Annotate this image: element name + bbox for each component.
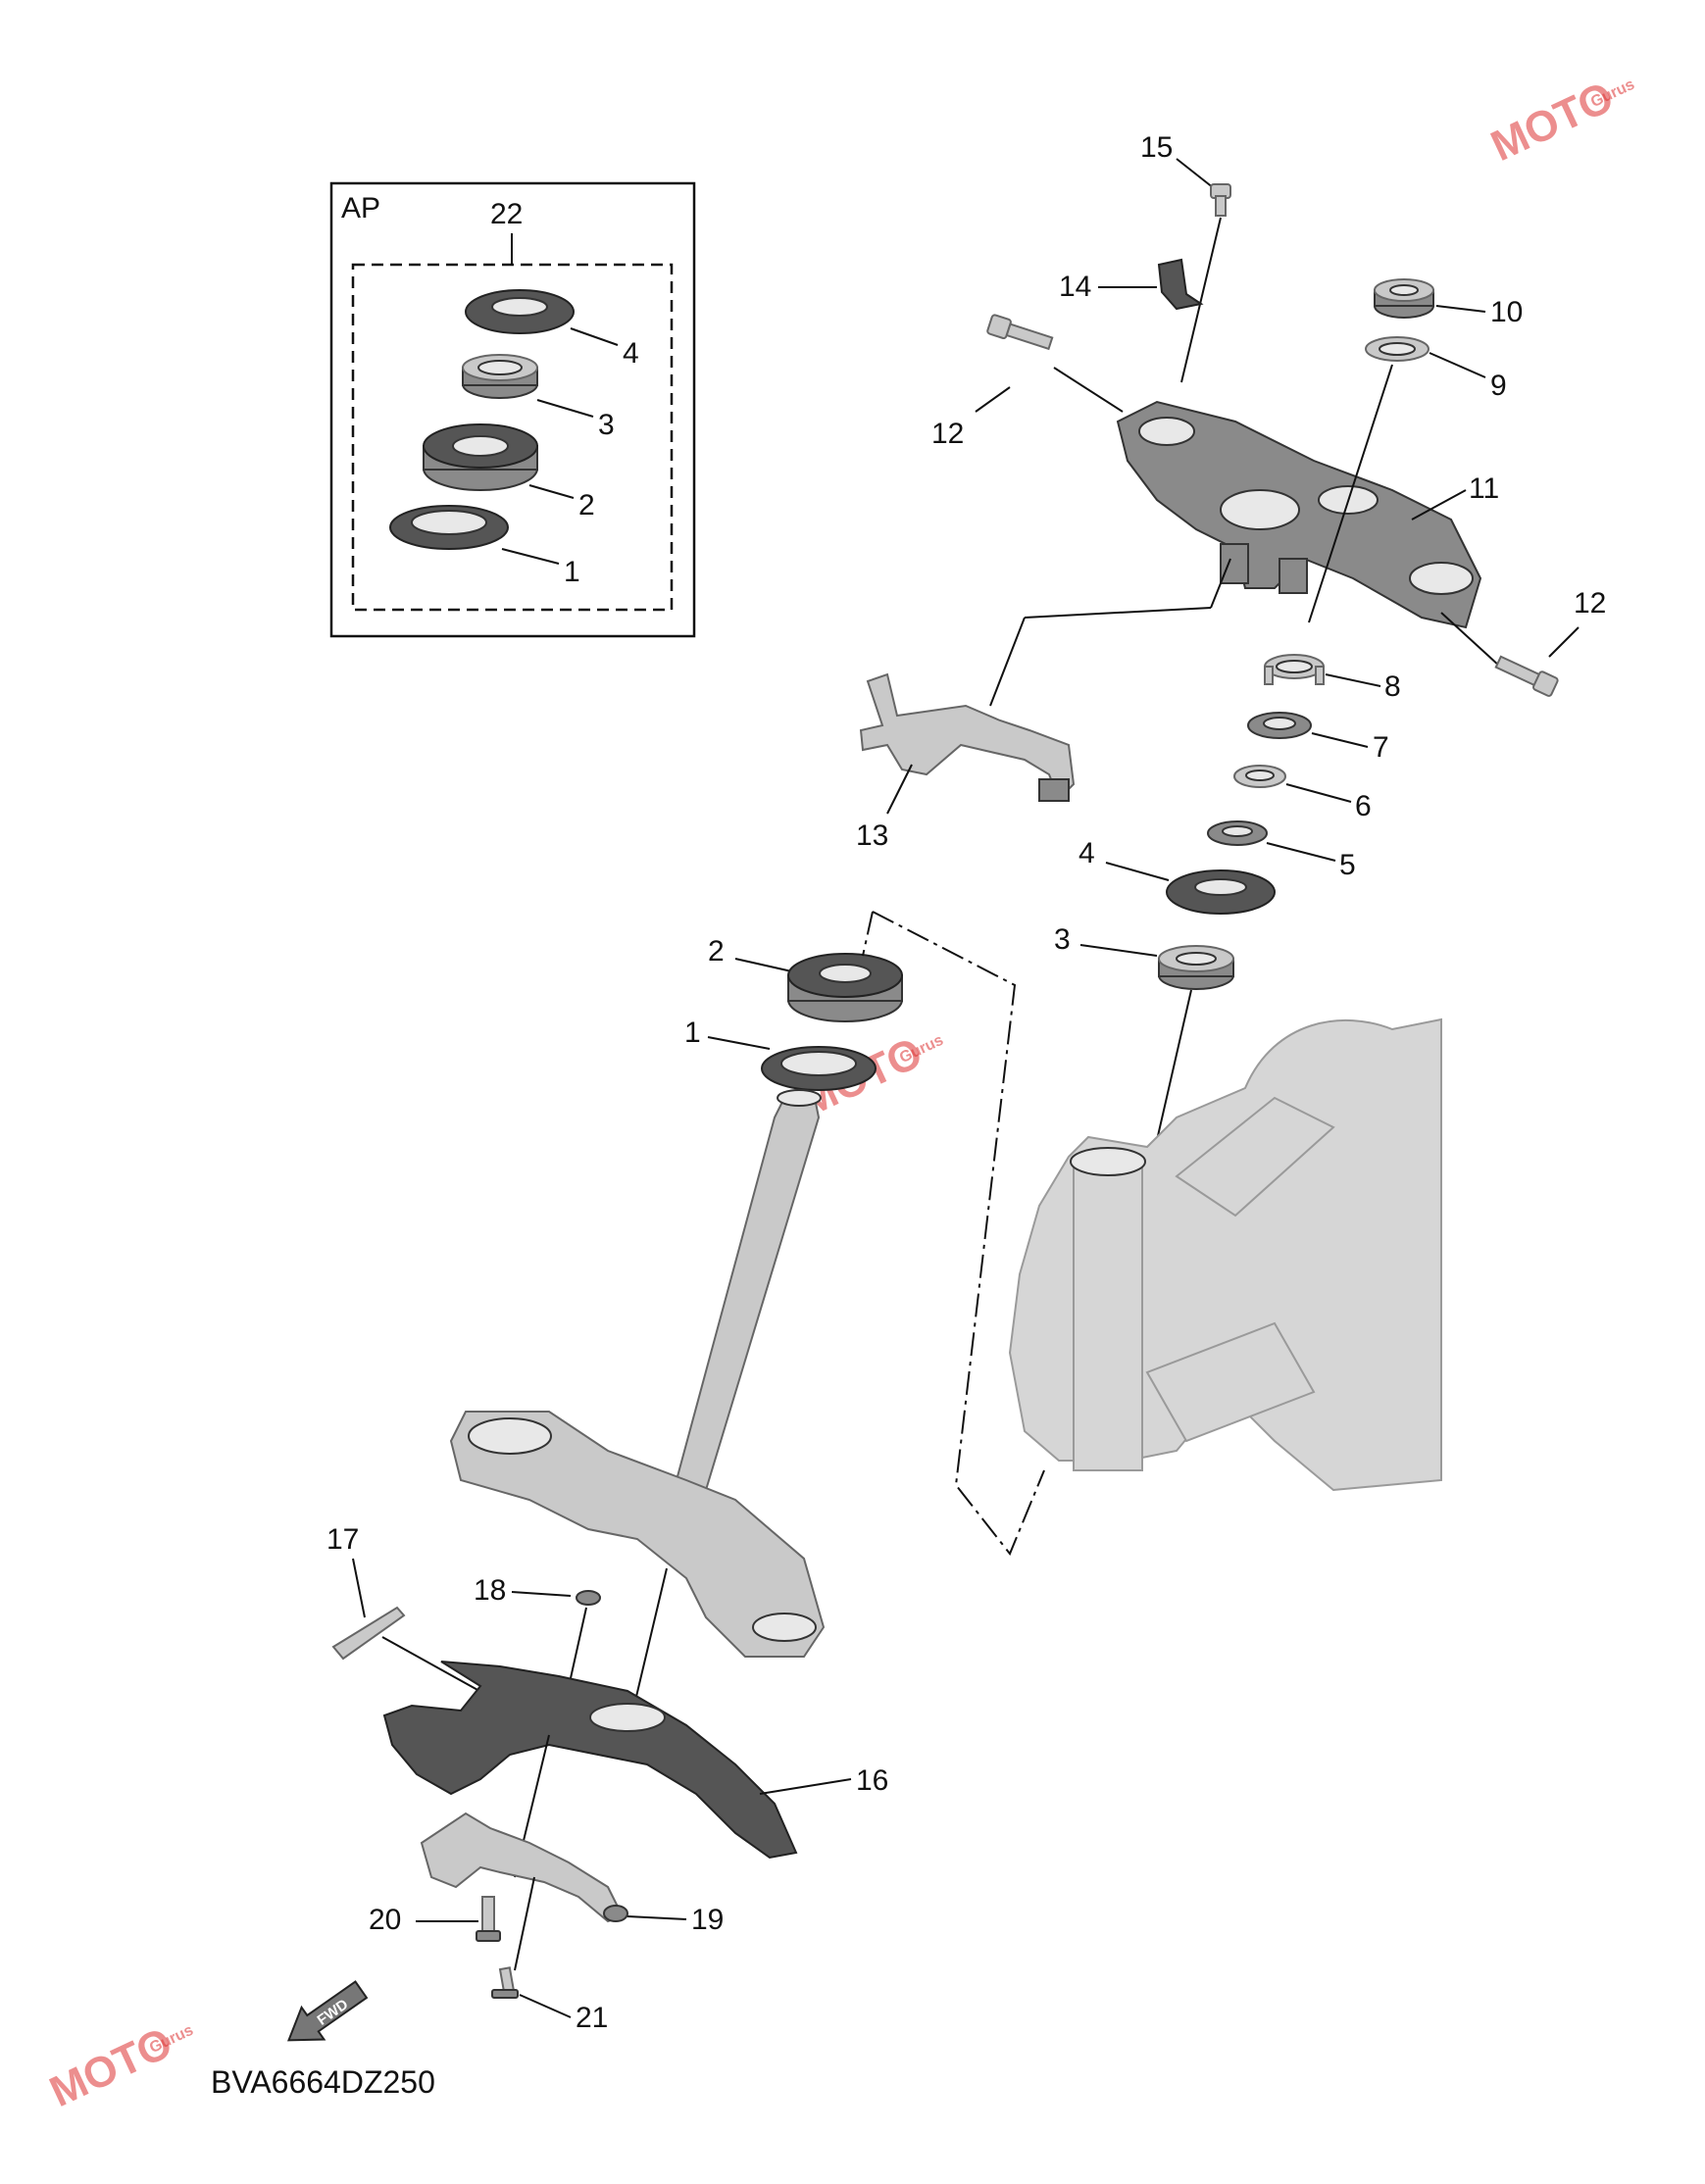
bolt-12-right: [1494, 655, 1559, 697]
seal-4: [1166, 869, 1276, 915]
callout-9: 9: [1490, 370, 1507, 402]
callout-16: 16: [856, 1764, 888, 1797]
inset-label: AP: [341, 192, 380, 224]
steering-stem: [449, 1089, 826, 1658]
callout-12-left: 12: [931, 418, 964, 450]
callout-22: 22: [490, 198, 523, 230]
seal-1-inset: [389, 505, 509, 550]
callout-2: 2: [708, 935, 725, 968]
callout-7: 7: [1373, 731, 1389, 764]
callout-13: 13: [856, 819, 888, 852]
bearing-race-3-inset: [462, 354, 538, 399]
bolt-20: [476, 1896, 501, 1942]
callout-6: 6: [1355, 790, 1372, 822]
screw-21: [491, 1966, 519, 1999]
fwd-arrow-icon: FWD: [286, 1980, 369, 2042]
ring-nut-5: [1207, 820, 1268, 846]
inset-border: [329, 181, 696, 638]
callout-20: 20: [369, 1904, 401, 1936]
cap-nut-10: [1374, 278, 1434, 319]
bolt-12-left: [986, 314, 1054, 351]
washer-9: [1365, 336, 1429, 362]
diagram-code: BVA6664DZ250: [211, 2064, 435, 2100]
callout-4: 4: [1078, 837, 1095, 869]
callout-12-right: 12: [1574, 587, 1606, 620]
callout-19: 19: [691, 1904, 724, 1936]
clip-14: [1157, 258, 1204, 311]
ring-nut-7: [1247, 712, 1312, 739]
bolt-15: [1210, 183, 1231, 217]
bearing-race-3: [1158, 945, 1234, 990]
callout-5: 5: [1339, 849, 1356, 881]
callout-3: 3: [1054, 923, 1071, 956]
callout-18: 18: [474, 1574, 506, 1607]
watermark-text: MOTO: [43, 2018, 180, 2116]
callout-8: 8: [1384, 670, 1401, 703]
watermark-text: MOTO: [1484, 73, 1622, 171]
seal-1: [761, 1046, 877, 1091]
callout-1-inset: 1: [564, 556, 580, 588]
watermark-top-right: MOTO Gurus: [1484, 73, 1637, 171]
callout-11: 11: [1469, 472, 1499, 505]
bearing-2: [787, 953, 903, 1022]
seal-4-inset: [465, 289, 575, 334]
bracket-13: [859, 672, 1076, 802]
callout-15: 15: [1140, 131, 1173, 164]
callout-2-inset: 2: [578, 489, 595, 521]
callout-3-inset: 3: [598, 409, 615, 441]
bearing-2-inset: [423, 423, 538, 491]
clip-17: [331, 1606, 406, 1661]
upper-bracket-11: [1116, 400, 1482, 629]
callout-1: 1: [684, 1017, 701, 1049]
bracket-19: [420, 1812, 628, 1923]
frame-head: [1008, 1018, 1442, 1492]
inset-ap: AP 22 4 3 2: [329, 181, 696, 638]
callout-14: 14: [1059, 271, 1091, 303]
callout-4-inset: 4: [623, 337, 639, 370]
callout-21: 21: [576, 2002, 608, 2034]
washer-6: [1233, 765, 1286, 788]
callout-17: 17: [326, 1523, 359, 1556]
watermark-bottom-left: MOTO Gurus: [43, 2018, 196, 2116]
callout-10: 10: [1490, 296, 1523, 328]
cover-16: [382, 1661, 798, 1860]
lock-washer-8: [1264, 654, 1325, 685]
grommet-18: [576, 1590, 601, 1606]
